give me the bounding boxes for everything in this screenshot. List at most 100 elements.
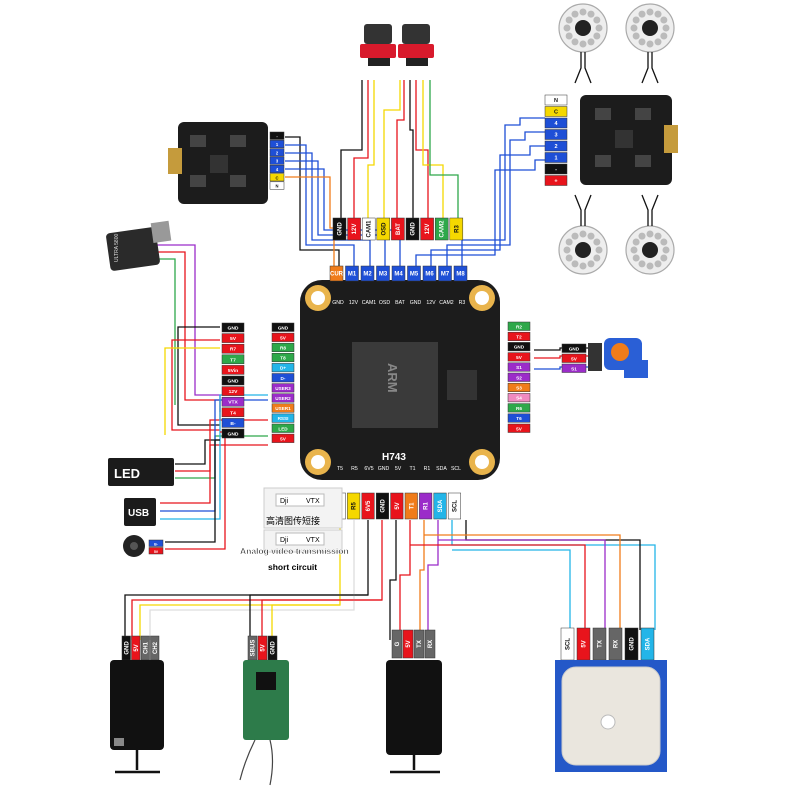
- top-pin-12v-label: 12V: [352, 224, 358, 235]
- esc-right-pin-6-label: -: [555, 167, 557, 173]
- left-pin-5-label: GND: [228, 379, 239, 385]
- esc-left-pin-4: 4: [269, 164, 285, 173]
- left2-pin-0: GND: [271, 322, 295, 332]
- fc-top-text-8: R3: [459, 300, 466, 306]
- dji-caption-1: 高清图传短接: [266, 515, 320, 526]
- bottom-pin-sda: SDA: [433, 492, 447, 520]
- fc-bottom-text-2: 6V5: [364, 466, 373, 472]
- left2-pin-1: 5V: [271, 332, 295, 342]
- esc-right-pin-4: 2: [544, 140, 568, 152]
- gps-pin-rx-label: RX: [614, 640, 620, 648]
- left-pin-10: GND: [221, 428, 245, 439]
- esc-left-pin-0-label: -: [276, 134, 278, 139]
- fc-top-pad-m5: M5: [407, 265, 421, 282]
- top-pin-cam1: CAM1: [361, 217, 376, 241]
- top-pin-12v-label: 12V: [425, 224, 431, 235]
- esc-left-pin-0: -: [269, 131, 285, 140]
- dji2-right-label: VTX: [306, 537, 320, 544]
- left2-pin-2-label: R8: [280, 345, 286, 350]
- rx2-pin-2: GND: [267, 635, 278, 661]
- flight-controller: ARM H743: [300, 280, 500, 480]
- esc-right-pin-6: -: [544, 163, 568, 175]
- top-pin-gnd: GND: [405, 217, 420, 241]
- left-pin-7: VTX: [221, 396, 245, 407]
- left2-pin-5-label: D-: [281, 376, 286, 381]
- esc-left-pin-2-label: 2: [276, 150, 279, 155]
- top-pin-r3-label: R3: [454, 225, 460, 233]
- esc-right-pin-0: N: [544, 94, 568, 106]
- rx1-pin-2-label: CH1: [143, 641, 149, 654]
- fc-top-text-1: 12V: [349, 300, 359, 306]
- svg-text:ARM: ARM: [385, 363, 400, 393]
- left-pin-1: 5V: [221, 333, 245, 343]
- esc-left-pin-6: N: [269, 181, 285, 190]
- left-pin-1-label: 5V: [230, 336, 237, 342]
- esc-right-pin-5-label: 1: [554, 156, 557, 162]
- servo-pin-gnd: GND: [561, 343, 587, 353]
- gps-pin-gnd: GND: [624, 627, 639, 661]
- fc-top-text-4: BAT: [395, 300, 406, 306]
- right-pin-2: GND: [507, 342, 531, 352]
- rx2-pin-2-label: GND: [271, 641, 277, 655]
- led-module: LED: [108, 458, 174, 486]
- fc-top-pad-m1: M1: [345, 265, 359, 282]
- left2-pin-10-label: LED: [278, 426, 288, 431]
- receiver-1: [110, 660, 164, 774]
- rx1-pin-3: CH2: [150, 635, 160, 661]
- dji-right-label: VTX: [306, 498, 320, 505]
- dji-box-1: Dji VTX 高清图传短接: [263, 487, 343, 529]
- bottom-pin-gnd: GND: [375, 492, 389, 520]
- fc-top-pad-m8-label: M8: [456, 272, 465, 278]
- esc-right-pin-1-label: C: [554, 110, 558, 116]
- fc-top-pad-m1-label: M1: [348, 272, 357, 278]
- bottom-pin-5v: 5V: [390, 492, 404, 520]
- fc-bottom-text-0: T5: [337, 466, 343, 472]
- top-pin-cam2-label: CAM2: [440, 220, 446, 238]
- bottom-pin-scl: SCL: [447, 492, 461, 520]
- fc-top-pad-m6: M6: [422, 265, 437, 282]
- left-pin-9-label: B-: [230, 421, 236, 427]
- esc-left-pin-6-label: N: [276, 184, 279, 189]
- left2-pin-7-label: USER2: [275, 396, 291, 401]
- receiver-3: [386, 660, 442, 774]
- left2-pin-6-label: USER3: [275, 386, 291, 391]
- bottom-pin-gnd-label: GND: [380, 499, 386, 513]
- bottom-pin-t1: T1: [404, 492, 418, 520]
- top-pin-gnd-label: GND: [411, 222, 417, 236]
- gps-pin-gnd-label: GND: [630, 637, 636, 651]
- esc-right-pin-3: 3: [544, 129, 568, 140]
- right-pin-10-label: 5V: [516, 426, 523, 431]
- fc-top-pad-m4: M4: [391, 265, 406, 282]
- rx2-pin-0-label: SBUS: [251, 640, 257, 657]
- bottom-pin-r1-label: R1: [424, 502, 430, 510]
- dji-caption-3: short circuit: [268, 562, 317, 572]
- buzzer-pin-0-label: B-: [154, 542, 159, 546]
- right-pin-6: S3: [507, 382, 531, 392]
- mcu-chip: [352, 342, 438, 428]
- left2-pin-3-label: T8: [280, 356, 286, 361]
- esc-right-pin-2: 4: [544, 117, 568, 129]
- vtx-module: ULTRA 5800: [106, 220, 172, 271]
- right-pin-2-label: GND: [514, 345, 525, 350]
- left-pin-10-label: GND: [228, 432, 239, 438]
- motor-2: [625, 3, 675, 84]
- bottom-pin-6v5: 6V5: [361, 492, 375, 520]
- top-pin-gnd-label: GND: [338, 222, 344, 236]
- rx3-pin-3-label: RX: [428, 640, 434, 648]
- gps-pin-5v: 5V: [576, 627, 591, 661]
- bottom-pin-r5: R5: [347, 492, 361, 520]
- left-pin-7-label: VTX: [228, 400, 238, 406]
- left-pin-2: R7: [221, 343, 245, 354]
- left2-pin-4-label: D+: [280, 366, 286, 371]
- left2-pin-4: D+: [271, 363, 295, 373]
- gps-pin-rx: RX: [608, 627, 623, 661]
- fc-top-pad-m4-label: M4: [394, 272, 403, 278]
- right-pin-1: T2: [507, 331, 531, 341]
- left2-pin-2: R8: [271, 342, 295, 352]
- buzzer-pin-1: 5V: [148, 547, 164, 555]
- bottom-pin-sda-label: SDA: [438, 499, 444, 512]
- left2-pin-8-label: USER1: [275, 406, 291, 411]
- esc-left-pin-5-label: C: [276, 175, 279, 180]
